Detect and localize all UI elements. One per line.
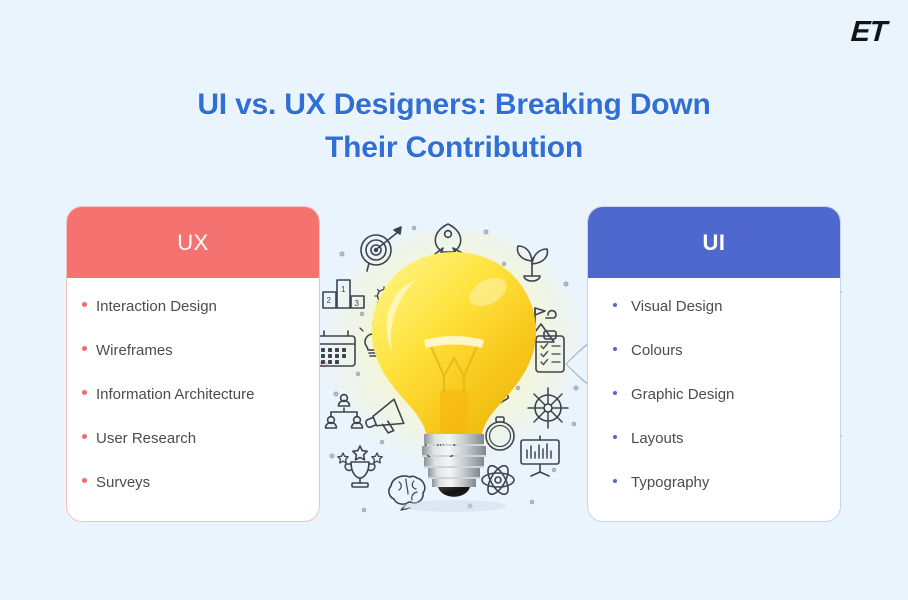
lightbulb-illustration: 2 1 3 1 (318, 218, 590, 518)
svg-text:3: 3 (355, 299, 360, 308)
card-ui: UI Visual Design Colours Graphic Design (587, 206, 841, 522)
dot-icon (515, 385, 521, 391)
bulb-stem (440, 390, 468, 434)
card-ux-list: Interaction Design Wireframes Informatio… (67, 298, 319, 518)
card-ux-body: Interaction Design Wireframes Informatio… (67, 278, 319, 518)
atom-icon (481, 464, 515, 496)
dot-icon (573, 385, 579, 391)
list-item: Graphic Design (588, 386, 840, 430)
page-title-line-1: UI vs. UX Designers: Breaking Down (197, 88, 711, 121)
bullet-dot-icon (613, 303, 617, 307)
list-item: Typography (588, 474, 840, 518)
calendar-icon (318, 330, 356, 367)
card-ui-heading: UI (702, 229, 726, 255)
bulb-highlight (386, 280, 416, 352)
target-icon (360, 226, 402, 272)
bullet-dot-icon (613, 435, 617, 439)
list-item-label: Colours (631, 342, 683, 359)
brain-icon (388, 475, 426, 511)
bullet-dot-icon (82, 434, 87, 439)
trophy-stars-icon (337, 445, 383, 488)
list-item: Visual Design (588, 298, 840, 342)
list-item-label: Layouts (631, 430, 684, 447)
card-ui-list: Visual Design Colours Graphic Design Lay… (588, 298, 840, 518)
svg-text:2: 2 (327, 296, 332, 305)
dot-icon (501, 261, 507, 267)
presentation-chart-icon (520, 435, 560, 477)
list-item-label: Visual Design (631, 298, 723, 315)
bullet-dot-icon (613, 347, 617, 351)
bulb-screw-base (422, 434, 486, 497)
dot-icon (529, 499, 535, 505)
bullet-dot-icon (613, 391, 617, 395)
bulb-contact-strip (424, 336, 484, 348)
bullet-dot-icon (82, 346, 87, 351)
list-item-label: Wireframes (96, 342, 173, 359)
megaphone-icon (365, 398, 405, 434)
dot-icon (411, 225, 417, 231)
list-item-label: Interaction Design (96, 298, 217, 315)
list-item: Layouts (588, 430, 840, 474)
list-item-label: Typography (631, 474, 710, 491)
list-item: Colours (588, 342, 840, 386)
et-logo: ET (849, 16, 888, 48)
page-title: UI vs. UX Designers: Breaking Down Their… (0, 84, 908, 169)
dot-icon (467, 503, 473, 509)
compass-icon (485, 416, 515, 451)
dot-icon (563, 281, 569, 287)
bullet-dot-icon (82, 390, 87, 395)
list-item: User Research (67, 430, 319, 474)
bulb-tip (438, 487, 470, 497)
svg-text:1: 1 (341, 285, 346, 294)
sprout-icon (516, 245, 549, 282)
card-ux: UX Interaction Design Wireframes Informa… (66, 206, 320, 522)
dot-icon (329, 453, 335, 459)
dot-icon (355, 371, 361, 377)
list-item: Interaction Design (67, 298, 319, 342)
page-title-line-2: Their Contribution (324, 130, 584, 164)
bullet-dot-icon (82, 478, 87, 483)
ship-wheel-icon (527, 387, 569, 429)
podium-chart-icon: 2 1 3 (322, 279, 365, 309)
bullet-dot-icon (613, 479, 617, 483)
bulb-shadow (402, 500, 506, 512)
dot-icon (333, 391, 339, 397)
dot-icon (379, 439, 385, 445)
card-ux-header: UX (67, 207, 319, 278)
list-item: Wireframes (67, 342, 319, 386)
list-item-label: Graphic Design (631, 386, 735, 403)
list-item-label: Surveys (96, 474, 151, 491)
list-item: Surveys (67, 474, 319, 518)
bulb-body (372, 252, 536, 512)
org-chart-icon (324, 393, 364, 429)
dot-icon (571, 421, 577, 427)
list-item: Information Architecture (67, 386, 319, 430)
dot-icon (551, 467, 557, 473)
dot-icon (483, 229, 489, 235)
card-ui-body: Visual Design Colours Graphic Design Lay… (588, 278, 840, 518)
list-item-label: User Research (96, 430, 197, 447)
dot-icon (361, 507, 367, 513)
clipboard-checklist-icon (535, 330, 565, 373)
list-item-label: Information Architecture (96, 386, 255, 403)
card-ux-heading: UX (177, 229, 209, 255)
bulb-highlight-2 (469, 277, 507, 307)
dot-icon (339, 251, 345, 257)
card-ui-header: UI (588, 207, 840, 278)
bullet-dot-icon (82, 302, 87, 307)
lightbulb-svg: 2 1 3 1 (318, 223, 586, 513)
dot-icon (359, 311, 365, 317)
